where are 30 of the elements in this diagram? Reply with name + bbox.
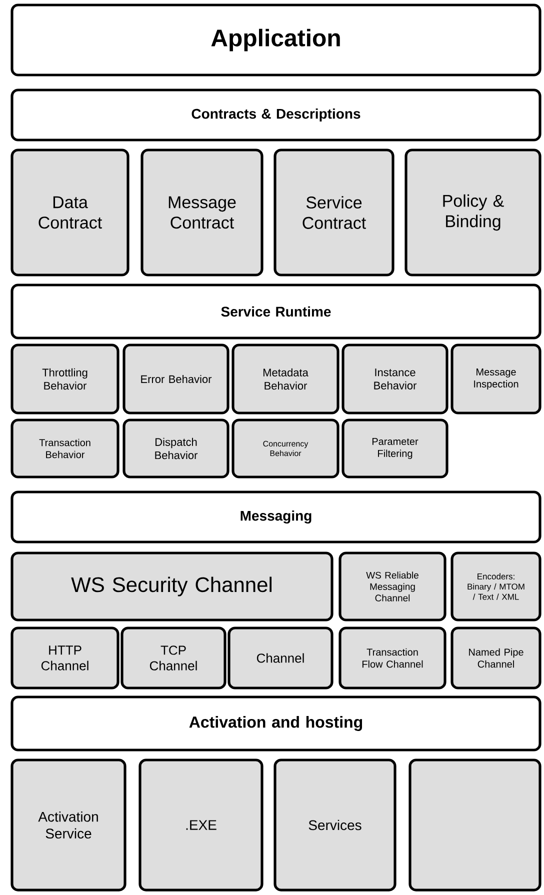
component-box: Activation Service: [10, 758, 126, 892]
component-box: Transaction Flow Channel: [338, 626, 446, 690]
component-box: Dispatch Behavior: [122, 418, 230, 478]
component-box: WS Reliable Messaging Channel: [338, 552, 446, 622]
component-box: Transaction Behavior: [10, 418, 120, 478]
component-box: Message Contract: [140, 148, 264, 276]
component-box: Throttling Behavior: [10, 344, 120, 414]
component-box: Encoders: Binary / MTOM / Text / XML: [450, 552, 542, 622]
component-box: Data Contract: [10, 148, 130, 276]
component-box: Error Behavior: [122, 344, 230, 414]
component-box: Services: [274, 758, 396, 892]
component-box: [408, 758, 542, 892]
component-box: Channel: [228, 626, 334, 690]
component-box: WS Security Channel: [10, 552, 334, 622]
component-box: Concurrency Behavior: [232, 418, 340, 478]
layer-band: Activation and hosting: [10, 696, 542, 752]
component-box: Metadata Behavior: [232, 344, 340, 414]
component-box: Policy & Binding: [404, 148, 542, 276]
layer-band: Contracts & Descriptions: [10, 88, 542, 142]
component-box: Instance Behavior: [342, 344, 448, 414]
layer-band: Application: [10, 4, 542, 76]
layer-band: Service Runtime: [10, 284, 542, 340]
component-box: TCP Channel: [120, 626, 226, 690]
component-box: Service Contract: [274, 148, 394, 276]
component-box: Parameter Filtering: [342, 418, 448, 478]
component-box: HTTP Channel: [10, 626, 120, 690]
component-box: Message Inspection: [450, 344, 542, 414]
component-box: .EXE: [138, 758, 264, 892]
layer-band: Messaging: [10, 490, 542, 544]
component-box: Named Pipe Channel: [450, 626, 542, 690]
